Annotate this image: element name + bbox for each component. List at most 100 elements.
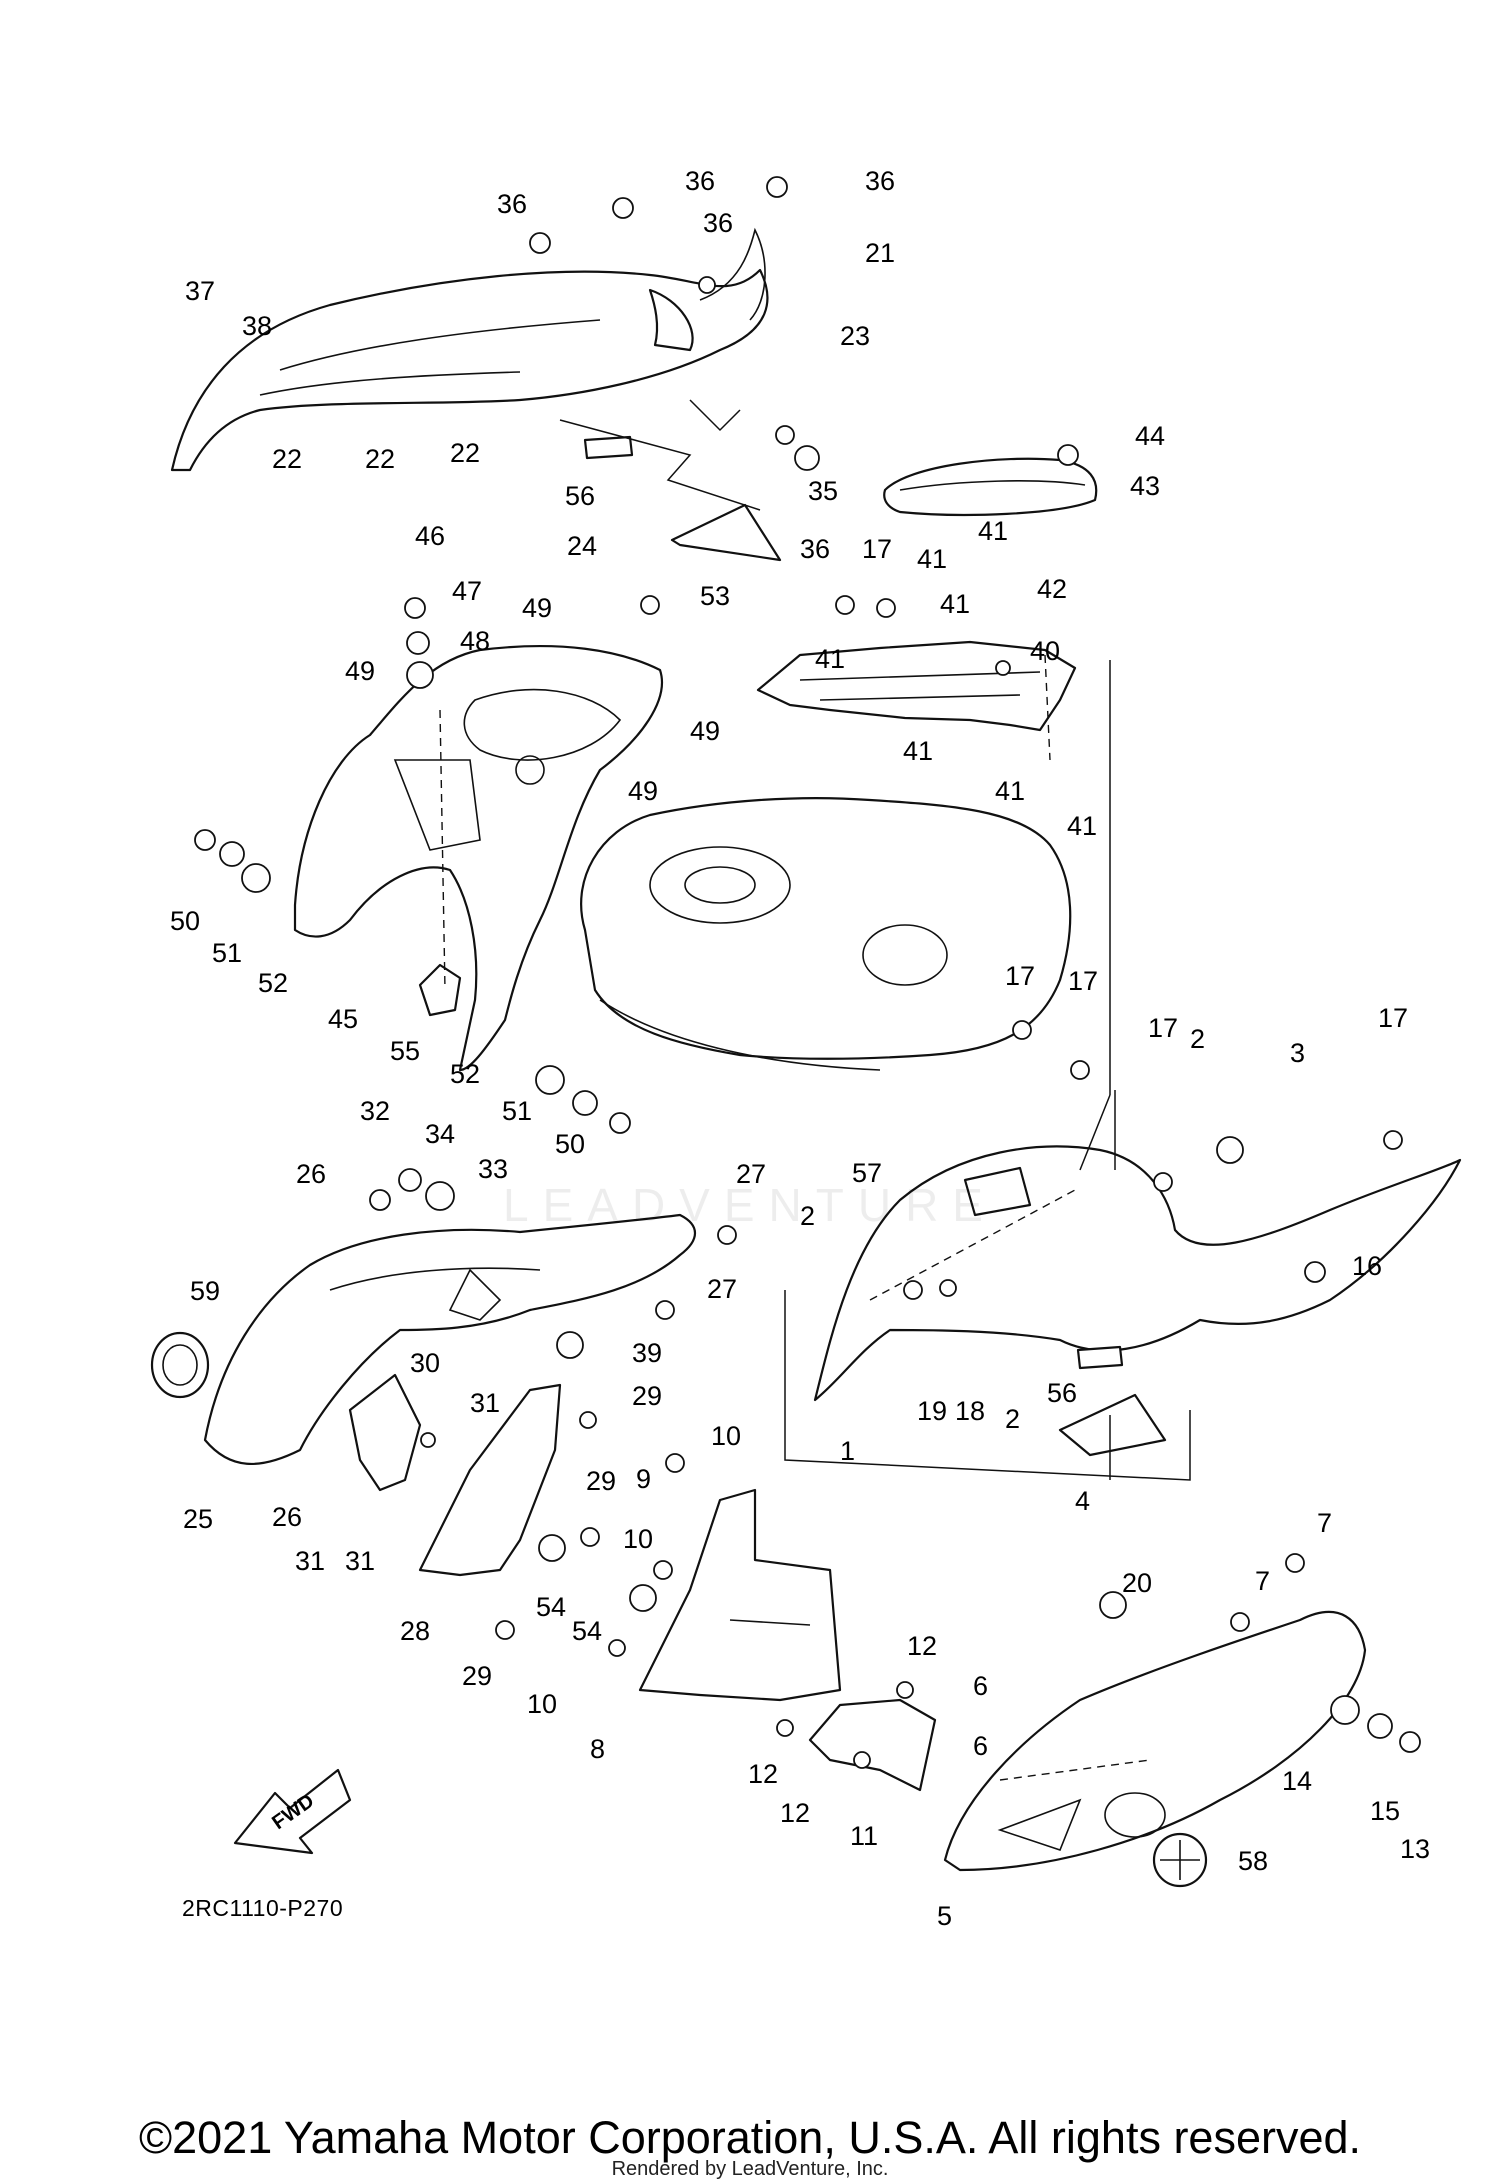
callout-c40: 40 [1030,636,1060,666]
callout-c11: 11 [850,1821,878,1851]
callout-c41b: 41 [917,544,947,574]
copyright-notice: ©2021 Yamaha Motor Corporation, U.S.A. A… [138,2112,1362,2163]
callout-c35: 35 [808,476,838,506]
callout-c25: 25 [183,1504,213,1534]
callout-c22a: 22 [272,444,302,474]
callout-c3: 3 [1290,1038,1305,1068]
callout-c1: 1 [840,1436,855,1466]
callout-c29b: 29 [586,1466,616,1496]
callout-c31a: 31 [470,1388,500,1418]
callout-c17b: 17 [1005,961,1035,991]
part-40-rear-bracket[interactable] [756,640,1077,732]
part-43-seat-cover[interactable] [883,457,1098,516]
callout-c51b: 51 [502,1096,532,1126]
callout-c49c: 49 [690,716,720,746]
callout-c10c: 10 [527,1689,557,1719]
callout-c50a: 50 [170,906,200,936]
callout-c29c: 29 [462,1661,492,1691]
part-5-lower-cowl[interactable] [943,1610,1367,1872]
callout-c34: 34 [425,1119,455,1149]
part-59-grommet[interactable] [150,1331,210,1399]
fwd-arrow: FWD [233,1768,352,1855]
part-55-stay[interactable] [418,963,462,1017]
callout-c49d: 49 [628,776,658,806]
callout-c2b: 2 [800,1201,815,1231]
callout-c36b: 36 [685,166,715,196]
callout-c36a: 36 [497,189,527,219]
callout-c2a: 2 [1190,1024,1205,1054]
callout-c18: 18 [955,1396,985,1426]
callout-c49a: 49 [522,593,552,623]
callout-c2c: 2 [1005,1404,1020,1434]
callout-c27b: 27 [707,1274,737,1304]
callout-c17a: 17 [862,534,892,564]
callout-c17c: 17 [1068,966,1098,996]
part-21-rear-cover[interactable] [170,227,769,472]
callout-c8: 8 [590,1734,605,1764]
callout-c9: 9 [636,1464,651,1494]
part-45-tank-cover[interactable] [293,644,663,1072]
part-30-bracket[interactable] [348,1373,422,1492]
rendered-by-notice: Rendered by LeadVenture, Inc. [611,2158,889,2180]
part-1-side-cover[interactable] [813,1145,1462,1402]
callout-c39: 39 [632,1338,662,1368]
callout-c26b: 26 [272,1502,302,1532]
part-56-pad-upper[interactable] [583,435,634,460]
part-11-bracket[interactable] [808,1698,937,1792]
callout-c52b: 52 [450,1059,480,1089]
callout-c29a: 29 [632,1381,662,1411]
part-56-pad-lower[interactable] [1076,1345,1124,1370]
callout-c22b: 22 [365,444,395,474]
callout-c30: 30 [410,1348,440,1378]
part-8-inner-panel[interactable] [638,1488,842,1702]
callout-c56a: 56 [565,481,595,511]
callout-c26a: 26 [296,1159,326,1189]
callout-c36d: 36 [703,208,733,238]
hardware [194,176,1421,1769]
callout-c45: 45 [328,1004,358,1034]
callout-c49b: 49 [345,656,375,686]
part-58-cap[interactable] [1152,1832,1208,1888]
callout-c10a: 10 [711,1421,741,1451]
callout-c14: 14 [1282,1766,1312,1796]
callout-c41e: 41 [903,736,933,766]
callout-c33: 33 [478,1154,508,1184]
callout-c41a: 41 [978,516,1008,546]
callout-c52a: 52 [258,968,288,998]
part-25-front-cowl[interactable] [203,1213,697,1466]
part-24-bracket[interactable] [670,503,782,562]
callout-c37: 37 [185,276,215,306]
callout-c53: 53 [700,581,730,611]
callout-c22c: 22 [450,438,480,468]
callout-c42: 42 [1037,574,1067,604]
watermark: LEADVENTURE [503,1179,997,1231]
callout-c44: 44 [1135,421,1165,451]
callout-c27a: 27 [736,1159,766,1189]
drawing-code: 2RC1110-P270 [182,1895,344,1921]
callout-c46: 46 [415,521,445,551]
callout-c54a: 54 [536,1592,566,1622]
callout-c55: 55 [390,1036,420,1066]
callout-c54b: 54 [572,1616,602,1646]
fuel-tank [580,797,1072,1071]
callout-c38: 38 [242,311,272,341]
callout-c41c: 41 [940,589,970,619]
callout-c41f: 41 [995,776,1025,806]
callout-c10b: 10 [623,1524,653,1554]
callout-c56b: 56 [1047,1378,1077,1408]
callout-c4: 4 [1075,1486,1090,1516]
callout-c51a: 51 [212,938,242,968]
callout-c17d: 17 [1148,1013,1178,1043]
callout-c59: 59 [190,1276,220,1306]
part-4-bracket[interactable] [1058,1393,1167,1457]
callout-c41d: 41 [815,644,845,674]
callout-c21: 21 [865,238,895,268]
part-28-panel[interactable] [418,1383,562,1577]
callout-c15: 15 [1370,1796,1400,1826]
callout-c31b: 31 [295,1546,325,1576]
callout-c43: 43 [1130,471,1160,501]
callout-c47: 47 [452,576,482,606]
callout-c41g: 41 [1067,811,1097,841]
